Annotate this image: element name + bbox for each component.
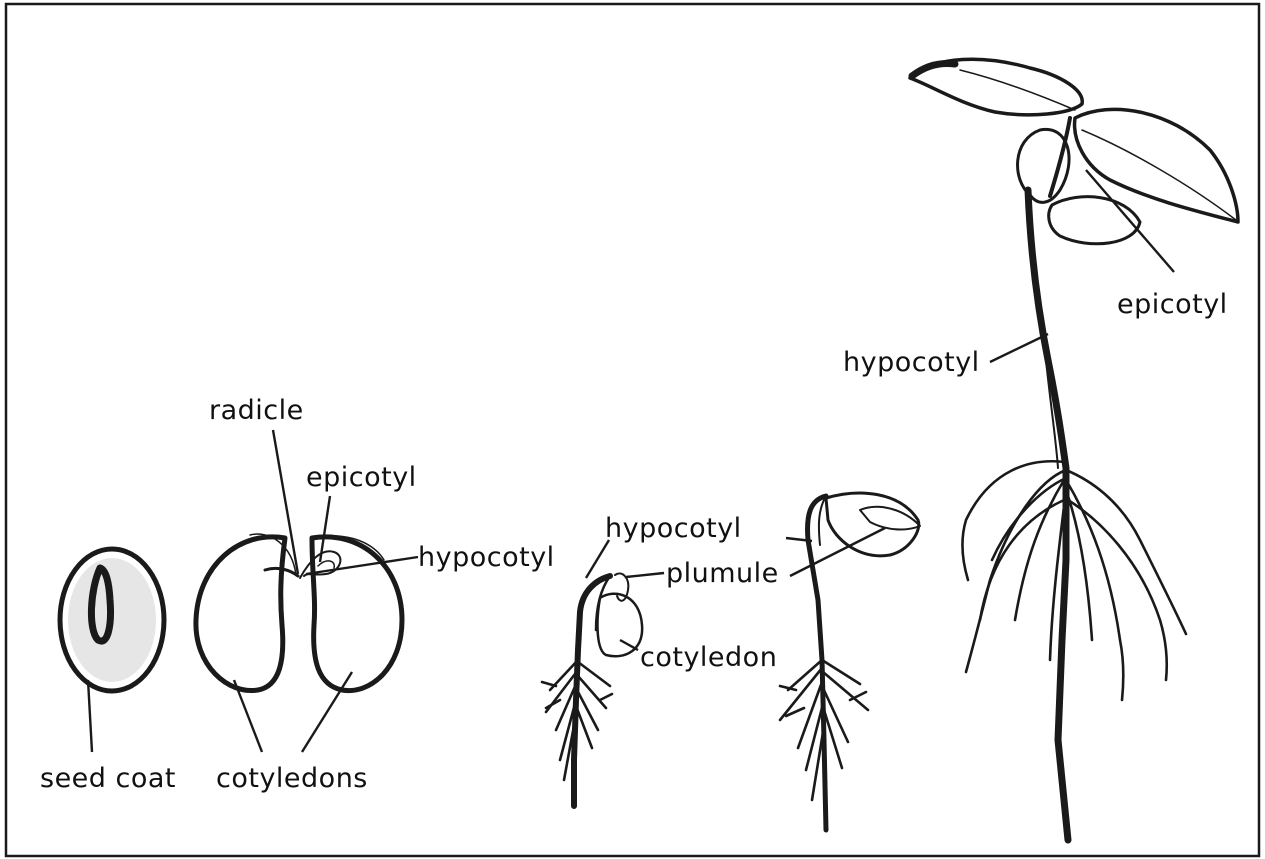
older-seedling-drawing — [780, 493, 920, 830]
label-hypocotyl-mature: hypocotyl — [843, 347, 980, 378]
hypocotyl-leader-young — [586, 540, 609, 578]
figure-frame — [6, 4, 1259, 856]
mature-seedling-drawing — [910, 59, 1238, 840]
label-seed-coat: seed coat — [40, 763, 176, 794]
cotyledons-drawing — [196, 534, 402, 691]
label-epicotyl-seed: epicotyl — [306, 462, 417, 493]
hypocotyl-leader-mature — [990, 334, 1048, 362]
seed-coat-leader — [88, 680, 92, 752]
label-hypocotyl-seed: hypocotyl — [418, 542, 555, 573]
seed-coat-drawing — [60, 549, 164, 691]
young-seedling-drawing — [542, 573, 642, 806]
plumule-leader — [626, 573, 664, 577]
label-cotyledon: cotyledon — [640, 642, 777, 673]
cotyledon-leader — [620, 640, 638, 650]
epicotyl-leader-mature — [1086, 170, 1174, 272]
hypocotyl-leader-seed — [306, 557, 418, 574]
label-radicle: radicle — [209, 395, 304, 426]
label-cotyledons: cotyledons — [216, 763, 368, 794]
label-epicotyl-mature: epicotyl — [1117, 289, 1228, 320]
label-plumule: plumule — [666, 558, 779, 589]
label-hypocotyl-young: hypocotyl — [605, 513, 742, 544]
